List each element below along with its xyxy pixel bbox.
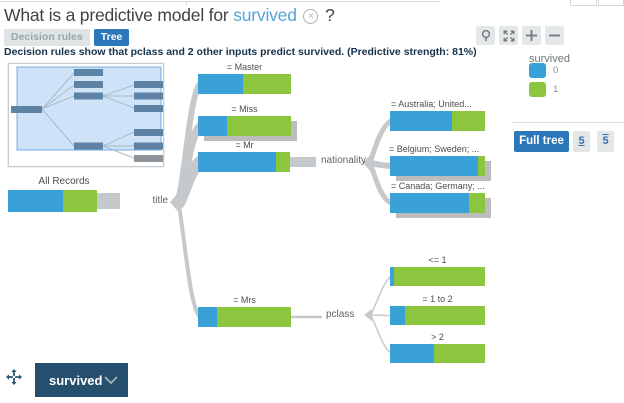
- segment-class1: [216, 307, 291, 327]
- top-edge-line: [0, 1, 440, 2]
- segment-class0: [8, 190, 64, 212]
- target-field-name[interactable]: survived: [233, 5, 297, 25]
- node-label-all-records: All Records: [38, 176, 90, 187]
- segment-class0: [390, 156, 479, 176]
- segment-class1: [276, 152, 290, 172]
- legend-swatch-green: [529, 82, 546, 97]
- node-bar-belgium[interactable]: [390, 156, 485, 176]
- segment-class1: [478, 156, 485, 176]
- node-label-belgium: = Belgium; Sweden; ...: [389, 144, 480, 154]
- segment-class1: [468, 193, 485, 213]
- full-tree-button[interactable]: Full tree: [514, 131, 569, 152]
- node-bar-miss[interactable]: [198, 116, 291, 136]
- segment-class0: [390, 193, 469, 213]
- view-tabs: Decision rules Tree: [4, 29, 130, 46]
- segment-class0: [390, 306, 406, 325]
- segment-class1: [393, 267, 485, 286]
- node-bar-mrs[interactable]: [198, 307, 291, 327]
- split-label-pclass: pclass: [326, 309, 355, 320]
- segment-class1: [226, 116, 291, 136]
- split-label-title: title: [152, 195, 168, 206]
- node-label-miss: = Miss: [231, 104, 258, 114]
- depth-bottom-label: 5: [602, 135, 609, 147]
- target-selector-dropdown[interactable]: survived: [35, 363, 128, 397]
- insight-summary: Decision rules show that pclass and 2 ot…: [4, 46, 477, 58]
- node-label-master: = Master: [226, 62, 263, 72]
- close-icon[interactable]: ×: [303, 9, 319, 24]
- legend-item-1[interactable]: 1: [529, 82, 558, 97]
- segment-class0: [198, 152, 277, 172]
- segment-class1: [405, 306, 485, 325]
- page-title: What is a predictive model for survived …: [4, 5, 335, 26]
- node-bar-all-records[interactable]: [8, 190, 97, 212]
- node-bar-1to2[interactable]: [390, 306, 485, 325]
- panel-divider: [512, 122, 624, 123]
- segment-class0: [198, 74, 243, 94]
- view-toolbar: [476, 26, 564, 45]
- segment-class0: [390, 344, 434, 363]
- depth-top-label: 5: [578, 135, 585, 147]
- legend-value-0: 0: [553, 65, 559, 76]
- segment-class0: [390, 111, 452, 131]
- node-label-australia: = Australia; United...: [391, 99, 472, 109]
- top-right-cell-2: [598, 0, 624, 6]
- zoom-out-icon[interactable]: [545, 26, 564, 45]
- node-label-1to2: = 1 to 2: [422, 294, 453, 304]
- legend-value-1: 1: [553, 84, 559, 95]
- node-bar-mr[interactable]: [198, 152, 290, 172]
- split-label-nationality: nationality: [321, 155, 367, 166]
- segment-class1: [433, 344, 485, 363]
- zoom-in-icon[interactable]: [522, 26, 541, 45]
- target-selector-label: survived: [49, 372, 103, 388]
- node-label-le1: <= 1: [428, 255, 447, 265]
- pan-icon[interactable]: [6, 369, 22, 385]
- page-title-question-mark: ?: [325, 5, 335, 25]
- node-bar-gt2[interactable]: [390, 344, 485, 363]
- chevron-down-icon: [104, 375, 118, 384]
- segment-class0: [198, 307, 217, 327]
- top-edge-tick: [186, 1, 187, 5]
- depth-top-button[interactable]: 5: [573, 131, 590, 152]
- node-bar-canada[interactable]: [390, 193, 485, 213]
- node-label-gt2: > 2: [431, 332, 444, 342]
- legend-swatch-blue: [529, 63, 546, 78]
- tab-decision-rules[interactable]: Decision rules: [4, 29, 90, 46]
- segment-class1: [63, 190, 97, 212]
- lightbulb-icon[interactable]: [476, 26, 495, 45]
- legend-title: survived: [529, 53, 570, 65]
- legend-item-0[interactable]: 0: [529, 63, 558, 78]
- segment-class0: [390, 267, 394, 286]
- top-right-cell-1: [570, 0, 597, 6]
- minimap-graphic: [11, 66, 163, 162]
- page-title-prefix: What is a predictive model for: [4, 5, 229, 25]
- node-label-mr: = Mr: [235, 140, 254, 150]
- tab-tree[interactable]: Tree: [93, 29, 130, 46]
- expand-icon[interactable]: [499, 26, 518, 45]
- depth-bottom-button[interactable]: 5: [597, 131, 614, 152]
- node-label-mrs: = Mrs: [233, 295, 256, 305]
- tree-minimap[interactable]: [8, 63, 164, 167]
- node-bar-le1[interactable]: [390, 267, 485, 286]
- segment-class1: [451, 111, 485, 131]
- node-bar-master[interactable]: [198, 74, 291, 94]
- segment-class1: [242, 74, 291, 94]
- node-label-canada: = Canada; Germany; ...: [391, 181, 485, 191]
- segment-class0: [198, 116, 227, 136]
- node-bar-australia[interactable]: [390, 111, 485, 131]
